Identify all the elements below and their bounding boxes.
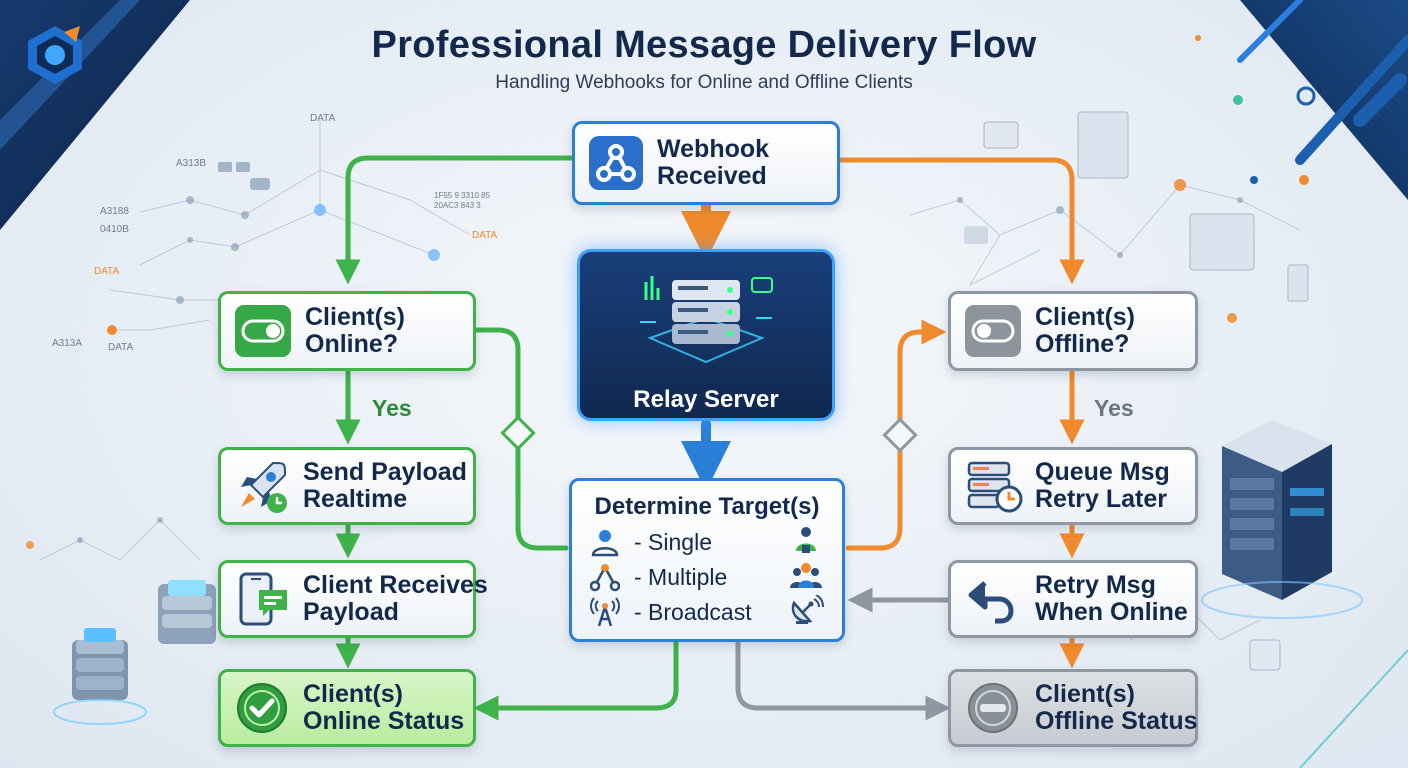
retry-msg-line2: When Online	[1035, 598, 1188, 626]
minus-circle-icon	[968, 683, 1018, 733]
rocket-icon	[241, 461, 287, 513]
target-option-multiple: - Multiple	[590, 562, 727, 592]
target-option-broadcast-label: - Broadcast	[634, 598, 752, 625]
broadcast-tower-icon	[590, 597, 620, 627]
phone-message-icon	[239, 572, 287, 626]
brand-logo-icon	[28, 26, 82, 84]
node-relay-server: Relay Server	[577, 249, 835, 421]
group-users-icon	[790, 563, 822, 588]
edge-target-to-online-status	[473, 639, 679, 721]
queue-msg-line1: Queue Msg	[1035, 458, 1170, 486]
presenter-icon	[796, 527, 816, 553]
online-status-line1: Client(s)	[303, 680, 403, 708]
satellite-dish-icon	[791, 595, 824, 624]
webhook-line2: Received	[657, 162, 767, 190]
offline-status-line2: Offline Status	[1035, 707, 1198, 735]
decision-diamond-right	[882, 417, 918, 453]
determine-targets-title: Determine Target(s)	[594, 493, 820, 520]
check-circle-icon	[237, 683, 287, 733]
node-determine-targets: Determine Target(s) - Single - Multiple …	[569, 478, 845, 642]
node-client-offline-status: Client(s)Offline Status	[948, 669, 1198, 747]
target-option-single-label: - Single	[634, 528, 712, 555]
svg-text:A313B: A313B	[176, 158, 206, 169]
queue-msg-line2: Retry Later	[1035, 485, 1167, 513]
client-offline-line2: Offline?	[1035, 330, 1130, 358]
svg-text:DATA: DATA	[108, 342, 134, 353]
retry-msg-line1: Retry Msg	[1035, 571, 1156, 599]
toggle-off-icon	[965, 305, 1021, 357]
toggle-on-icon	[235, 305, 291, 357]
node-client-offline-check: Client(s)Offline?	[948, 291, 1198, 371]
decision-diamond-left	[500, 415, 536, 451]
svg-text:0410B: 0410B	[100, 224, 129, 235]
page-subtitle: Handling Webhooks for Online and Offline…	[495, 72, 913, 93]
server-stack-icon	[640, 276, 773, 364]
send-payload-line2: Realtime	[303, 485, 408, 513]
target-option-multiple-label: - Multiple	[634, 563, 728, 590]
edge-target-to-offline-status	[735, 639, 951, 721]
webhook-line1: Webhook	[657, 135, 770, 163]
client-receives-line1: Client Receives	[303, 571, 488, 599]
node-client-online-check: Client(s)Online?	[218, 291, 476, 371]
webhook-icon	[589, 136, 643, 190]
undo-arrow-icon	[968, 581, 1014, 624]
target-option-single: - Single	[590, 527, 712, 557]
svg-text:DATA: DATA	[94, 266, 120, 277]
relay-server-label: Relay Server	[633, 386, 779, 413]
single-user-icon	[591, 530, 619, 557]
svg-text:1F55 9 3310 85: 1F55 9 3310 85	[434, 191, 491, 200]
edge-webhook-to-offline	[837, 157, 1085, 285]
edge-label-yes-offline: Yes	[1094, 395, 1134, 421]
target-option-broadcast: - Broadcast	[590, 597, 752, 627]
client-offline-line1: Client(s)	[1035, 303, 1135, 331]
edge-webhook-to-online	[335, 155, 575, 285]
node-client-online-status: Client(s)Online Status	[218, 669, 476, 747]
edge-label-yes-online: Yes	[372, 395, 412, 421]
client-online-line2: Online?	[305, 330, 399, 358]
svg-text:DATA: DATA	[310, 113, 336, 124]
svg-text:20AC3 843 3: 20AC3 843 3	[434, 201, 481, 210]
svg-text:A313A: A313A	[52, 338, 82, 349]
page-title: Professional Message Delivery Flow	[371, 24, 1037, 66]
svg-text:A3188: A3188	[100, 206, 129, 217]
send-payload-line1: Send Payload	[303, 458, 467, 486]
client-online-line1: Client(s)	[305, 303, 405, 331]
svg-text:DATA: DATA	[472, 230, 498, 241]
online-status-line2: Online Status	[303, 707, 465, 735]
client-receives-line2: Payload	[303, 598, 399, 626]
queue-clock-icon	[967, 461, 1023, 513]
network-nodes-icon	[590, 564, 620, 592]
offline-status-line1: Client(s)	[1035, 680, 1135, 708]
